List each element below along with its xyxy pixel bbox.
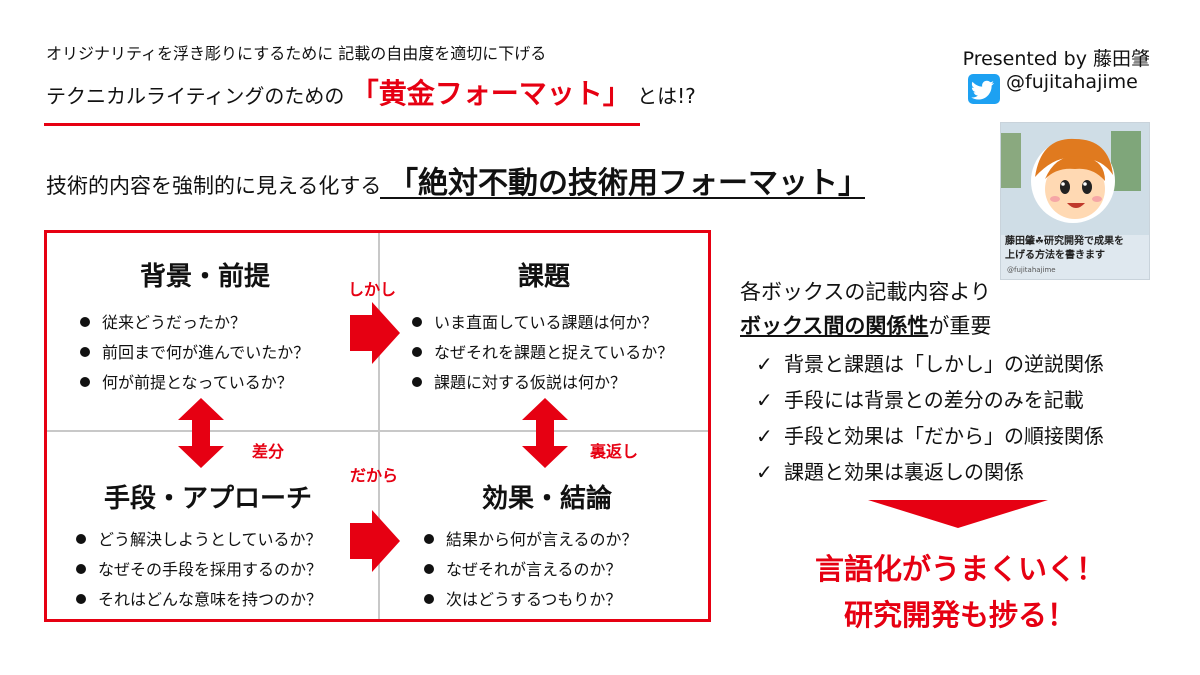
box-problem-title: 課題 (518, 262, 571, 292)
tagline-underline (380, 197, 865, 199)
relationship-emphasis: ボックス間の関係性が重要 (740, 310, 991, 340)
bullet-dot-icon (76, 533, 86, 544)
format-grid (44, 230, 711, 622)
box-result-list: 結果から何が言えるのか？ なぜそれが言えるのか？ 次はどうするつもりか？ (424, 525, 638, 615)
bullet-dot-icon (80, 376, 90, 387)
avatar-caption-line-1: 藤田肇☘研究開発で成果を (1005, 236, 1124, 247)
result-line-1: 言語化がうまくいく！ (814, 552, 1105, 586)
arrow-label-however: しかし (348, 280, 397, 299)
list-item: 課題に対する仮説は何か？ (412, 368, 673, 398)
grid-horizontal-divider (47, 430, 708, 432)
bullet-dot-icon (412, 346, 422, 357)
bullet-dot-icon (424, 533, 434, 544)
list-item: いま直面している課題は何か？ (412, 308, 673, 338)
box-background-list: 従来どうだったか？ 前回まで何が進んでいたか？ 何が前提となっているか？ (80, 308, 309, 398)
presenter-label: Presented by 藤田肇 (962, 48, 1150, 70)
bullet-dot-icon (412, 376, 422, 387)
list-item: ✓手段には背景との差分のみを記載 (756, 382, 1104, 418)
box-background-title: 背景・前提 (140, 262, 271, 292)
result-line-2: 研究開発も捗る！ (843, 598, 1076, 632)
tagline-prefix: 技術的内容を強制的に見える化する (46, 174, 382, 198)
relationship-checklist: ✓背景と課題は「しかし」の逆説関係 ✓手段には背景との差分のみを記載 ✓手段と効… (756, 346, 1104, 490)
title-underline (44, 123, 640, 126)
list-item: なぜそれが言えるのか？ (424, 555, 638, 585)
avatar: 藤田肇☘研究開発で成果を 上げる方法を書きます @fujitahajime (1000, 122, 1150, 280)
list-item: なぜそれを課題と捉えているか？ (412, 338, 673, 368)
list-item: 従来どうだったか？ (80, 308, 309, 338)
box-approach-title: 手段・アプローチ (104, 484, 313, 514)
avatar-handle: @fujitahajime (1007, 266, 1056, 274)
title-prefix: テクニカルライティングのための (46, 84, 345, 108)
relationship-emphasis-bold: ボックス間の関係性 (740, 314, 929, 338)
double-arrow-icon (522, 398, 568, 468)
check-icon: ✓ (756, 388, 773, 412)
box-problem-list: いま直面している課題は何か？ なぜそれを課題と捉えているか？ 課題に対する仮説は… (412, 308, 673, 398)
box-approach-list: どう解決しようとしているか？ なぜその手段を採用するのか？ それはどんな意味を持… (76, 525, 322, 615)
list-item: 前回まで何が進んでいたか？ (80, 338, 309, 368)
bullet-dot-icon (424, 593, 434, 604)
title-suffix: とは!? (637, 84, 696, 108)
avatar-illustration (1001, 123, 1149, 235)
right-arrow-icon (350, 302, 400, 364)
list-item: ✓背景と課題は「しかし」の逆説関係 (756, 346, 1104, 382)
check-icon: ✓ (756, 352, 773, 376)
bullet-dot-icon (76, 593, 86, 604)
relationship-intro: 各ボックスの記載内容より (740, 280, 991, 304)
list-item: なぜその手段を採用するのか？ (76, 555, 322, 585)
list-item: ✓課題と効果は裏返しの関係 (756, 454, 1104, 490)
list-item: 次はどうするつもりか？ (424, 585, 638, 615)
title-highlight: 「黄金フォーマット」 (350, 77, 631, 110)
list-item: それはどんな意味を持つのか？ (76, 585, 322, 615)
avatar-caption: 藤田肇☘研究開発で成果を 上げる方法を書きます (1005, 235, 1145, 263)
list-item: ✓手段と効果は「だから」の順接関係 (756, 418, 1104, 454)
subtitle: オリジナリティを浮き彫りにするために 記載の自由度を適切に下げる (46, 44, 547, 63)
right-arrow-icon (350, 510, 400, 572)
bullet-dot-icon (76, 563, 86, 574)
list-item: 何が前提となっているか？ (80, 368, 309, 398)
page-title: テクニカルライティングのための 「黄金フォーマット」 とは!? (46, 72, 696, 112)
list-item: どう解決しようとしているか？ (76, 525, 322, 555)
check-icon: ✓ (756, 424, 773, 448)
list-item: 結果から何が言えるのか？ (424, 525, 638, 555)
down-arrow-icon (868, 500, 1048, 528)
relationship-emphasis-rest: が重要 (928, 314, 992, 338)
bullet-dot-icon (80, 316, 90, 327)
box-result-title: 効果・結論 (482, 484, 613, 514)
check-icon: ✓ (756, 460, 773, 484)
grid-vertical-divider (378, 233, 380, 619)
avatar-caption-line-2: 上げる方法を書きます (1005, 250, 1105, 261)
twitter-handle[interactable]: @fujitahajime (1006, 71, 1138, 93)
bullet-dot-icon (80, 346, 90, 357)
arrow-label-difference: 差分 (252, 442, 285, 461)
arrow-label-reverse: 裏返し (590, 442, 639, 461)
bullet-dot-icon (424, 563, 434, 574)
double-arrow-icon (178, 398, 224, 468)
tagline: 技術的内容を強制的に見える化する 「絶対不動の技術用フォーマット」 (46, 158, 868, 202)
twitter-icon[interactable] (968, 74, 1000, 104)
arrow-label-therefore: だから (350, 466, 399, 485)
bullet-dot-icon (412, 316, 422, 327)
tagline-emphasis: 「絶対不動の技術用フォーマット」 (388, 166, 869, 201)
